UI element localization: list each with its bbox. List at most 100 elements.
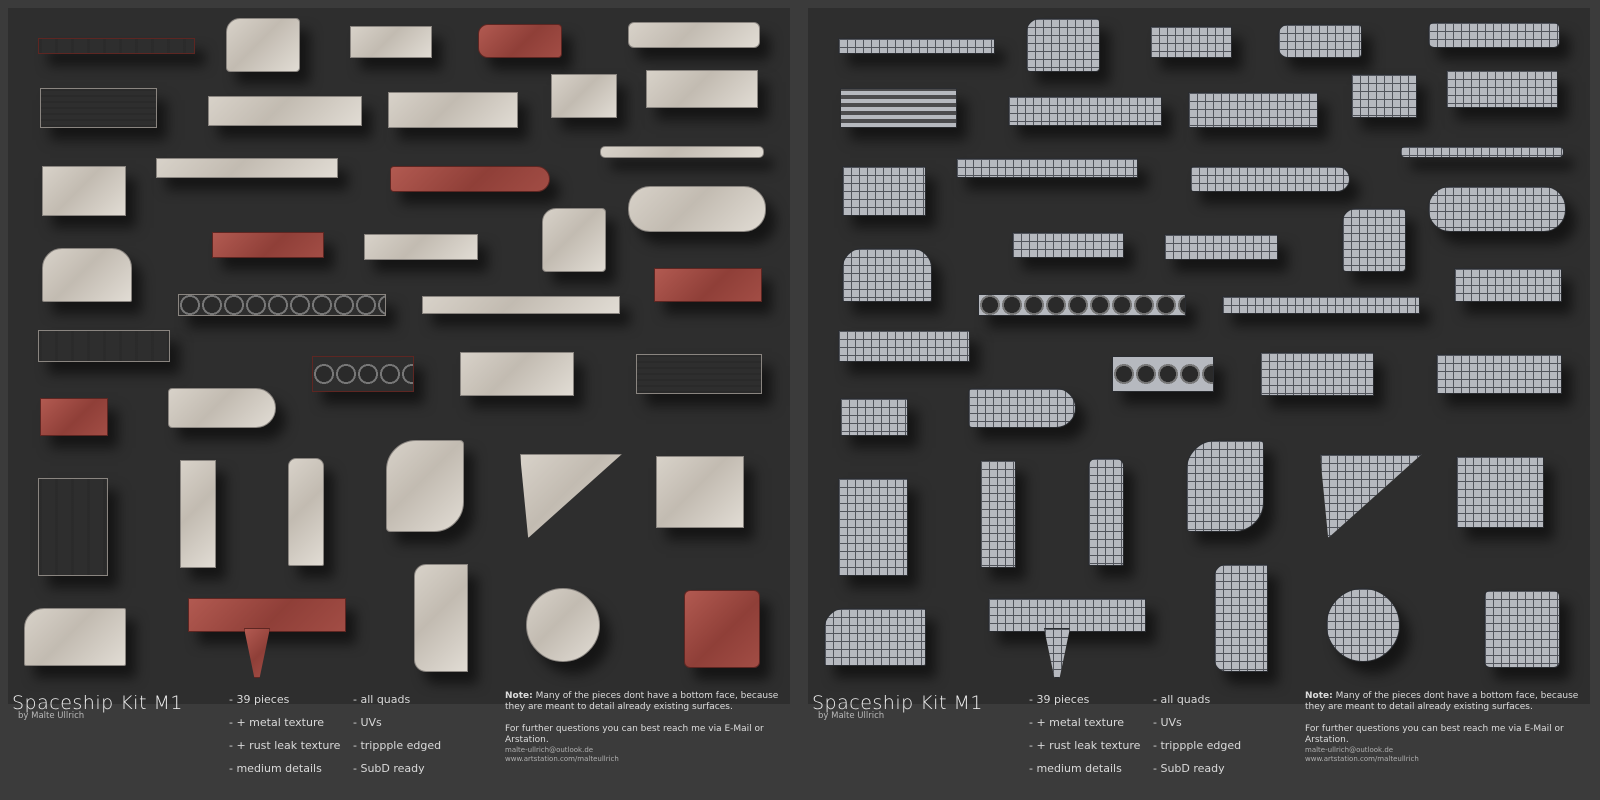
- feature-item: - medium details: [229, 762, 322, 775]
- kit-piece-triangle-brace: [520, 454, 622, 538]
- kit-piece-wedge-cap: [824, 608, 926, 666]
- kit-piece-seat-block: [842, 166, 926, 216]
- kit-piece-long-panel: [208, 96, 362, 126]
- note-text: Many of the pieces dont have a bottom fa…: [505, 691, 779, 712]
- kit-piece-wedge-cap: [24, 608, 126, 666]
- website-url: www.artstation.com/malteullrich: [505, 755, 619, 763]
- author-credit: by Malte Ullrich: [18, 711, 85, 721]
- kit-piece-h-bracket: [1188, 92, 1318, 128]
- kit-piece-curved-arch: [386, 440, 464, 532]
- kit-piece-panel-angled: [226, 18, 300, 72]
- kit-piece-hatch-box: [656, 456, 744, 528]
- kit-piece-bracket-rust: [40, 398, 108, 436]
- kit-piece-round-port: [526, 588, 600, 662]
- kit-piece-hatch-box: [1456, 456, 1544, 528]
- kit-piece-hole-strip: [178, 294, 386, 316]
- note-block: Note: Many of the pieces dont have a bot…: [505, 691, 780, 764]
- kit-piece-bracket: [840, 398, 908, 436]
- kit-piece-round-port: [1326, 588, 1400, 662]
- kit-piece-funnel: [968, 388, 1076, 428]
- kit-piece-c-bracket: [1214, 564, 1268, 672]
- feature-item: - + rust leak texture: [229, 739, 341, 752]
- kit-piece-pipe-pair: [1428, 186, 1566, 232]
- kit-piece-ladder-panel: [838, 330, 970, 362]
- kit-piece-rail-long: [38, 38, 195, 54]
- kit-piece-t-frame-rust: [188, 598, 346, 632]
- kit-piece-cover-plate: [646, 70, 758, 108]
- feature-item: - SubD ready: [353, 762, 425, 775]
- kit-piece-pipe-pair: [628, 186, 766, 232]
- kit-piece-vent-grille: [840, 88, 957, 128]
- feature-item: - UVs: [353, 716, 382, 729]
- note-text: Many of the pieces dont have a bottom fa…: [1305, 691, 1579, 712]
- textured-render-panel: [8, 8, 790, 704]
- kit-piece-panel-angled: [1026, 18, 1100, 72]
- kit-piece-tall-panel-b: [1088, 458, 1124, 566]
- kit-piece-wedge-panel: [364, 234, 478, 260]
- note-label: Note:: [505, 691, 533, 701]
- kit-piece-t-frame: [988, 598, 1146, 632]
- wireframe-render-panel: [808, 8, 1590, 704]
- feature-item: - medium details: [1029, 762, 1122, 775]
- kit-piece-cradle: [1012, 232, 1124, 258]
- kit-piece-h-bracket: [388, 92, 518, 128]
- kit-piece-arm: [1190, 166, 1350, 192]
- kit-piece-barrel-mount: [628, 22, 760, 48]
- kit-piece-ladder-panel: [38, 330, 170, 362]
- kit-piece-wedge-panel: [1164, 234, 1278, 260]
- kit-piece-antenna-rod: [600, 146, 764, 158]
- kit-piece-hood: [42, 248, 132, 302]
- kit-piece-hook-frame: [542, 208, 606, 272]
- kit-piece-antenna-rod: [1400, 146, 1564, 158]
- kit-piece-barrel-mount: [1428, 22, 1560, 48]
- feature-item: - 39 pieces: [229, 693, 290, 706]
- website-url: www.artstation.com/malteullrich: [1305, 755, 1419, 763]
- kit-title: Spaceship Kit M1: [812, 692, 983, 714]
- info-footer-right: Spaceship Kit M1 by Malte Ullrich - 39 p…: [808, 691, 1590, 800]
- feature-item: - trippple edged: [1153, 739, 1242, 752]
- kit-piece-hole-block: [1112, 356, 1214, 392]
- kit-piece-flat-rail: [1222, 296, 1420, 314]
- kit-piece-hook-frame: [1342, 208, 1406, 272]
- feature-item: - + rust leak texture: [1029, 739, 1141, 752]
- kit-piece-grate-panel: [1436, 354, 1562, 394]
- feature-list-2: - all quads - UVs - trippple edged - Sub…: [1153, 688, 1241, 780]
- kit-piece-rail-long: [838, 38, 995, 54]
- kit-piece-t-leg-rust: [244, 628, 270, 678]
- feature-item: - trippple edged: [353, 739, 442, 752]
- kit-piece-hood: [842, 248, 932, 302]
- kit-piece-engine-block: [478, 24, 562, 58]
- kit-piece-vent-grille: [40, 88, 157, 128]
- email-address: malte-ullrich@outlook.de: [505, 746, 594, 754]
- feature-item: - all quads: [353, 693, 411, 706]
- kit-piece-cover-plate: [1446, 70, 1558, 108]
- kit-piece-c-bracket: [414, 564, 468, 672]
- kit-piece-rail-channel: [156, 158, 338, 178]
- kit-piece-engine-block: [1278, 24, 1362, 58]
- kit-piece-cradle-rust: [212, 232, 324, 258]
- kit-piece-seat-block: [42, 166, 126, 216]
- kit-piece-t-leg: [1044, 628, 1070, 678]
- kit-piece-hole-strip: [978, 294, 1186, 316]
- kit-piece-plate-small: [350, 26, 432, 58]
- kit-piece-machine: [1454, 268, 1562, 302]
- kit-piece-tall-panel-b: [288, 458, 324, 566]
- feature-list-2: - all quads - UVs - trippple edged - Sub…: [353, 688, 441, 780]
- kit-piece-rail-channel: [956, 158, 1138, 178]
- author-credit: by Malte Ullrich: [818, 711, 885, 721]
- kit-piece-arm-rust: [390, 166, 550, 192]
- feature-item: - all quads: [1153, 693, 1211, 706]
- feature-item: - UVs: [1153, 716, 1182, 729]
- note-label: Note:: [1305, 691, 1333, 701]
- kit-piece-hole-block-rust: [312, 356, 414, 392]
- contact-text: For further questions you can best reach…: [1305, 724, 1564, 745]
- note-block: Note: Many of the pieces dont have a bot…: [1305, 691, 1580, 764]
- feature-list-1: - 39 pieces - + metal texture - + rust l…: [229, 688, 340, 780]
- feature-item: - SubD ready: [1153, 762, 1225, 775]
- kit-piece-grate-panel: [636, 354, 762, 394]
- kit-title: Spaceship Kit M1: [12, 692, 183, 714]
- feature-item: - + metal texture: [1029, 716, 1124, 729]
- kit-piece-long-panel: [1008, 96, 1162, 126]
- kit-piece-stack-frame: [38, 478, 108, 576]
- kit-piece-funnel: [168, 388, 276, 428]
